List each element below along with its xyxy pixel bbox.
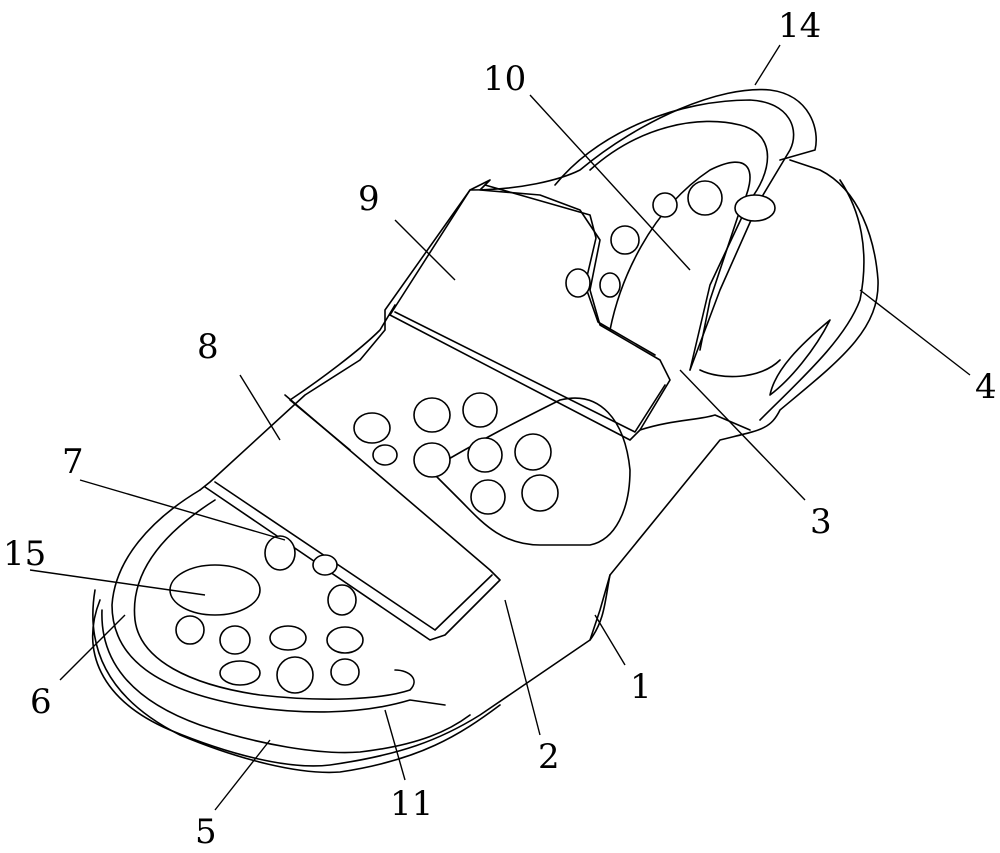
label-9: 9 <box>358 179 380 219</box>
label-5: 5 <box>195 812 217 852</box>
leader-lines <box>29 44 971 811</box>
label-1: 1 <box>630 667 652 707</box>
label-15: 15 <box>3 534 46 574</box>
ventilation-holes <box>169 180 776 694</box>
label-10: 10 <box>483 59 526 99</box>
label-11: 11 <box>390 784 433 824</box>
label-8: 8 <box>197 327 219 367</box>
label-6: 6 <box>30 682 52 722</box>
reference-labels: 14 10 9 8 7 15 6 5 11 2 1 3 4 <box>3 6 997 852</box>
label-7: 7 <box>62 442 84 482</box>
footbed <box>111 88 817 713</box>
label-3: 3 <box>810 502 832 542</box>
straps <box>199 179 781 641</box>
label-14: 14 <box>778 6 821 46</box>
label-4: 4 <box>975 367 997 407</box>
label-2: 2 <box>538 737 560 777</box>
